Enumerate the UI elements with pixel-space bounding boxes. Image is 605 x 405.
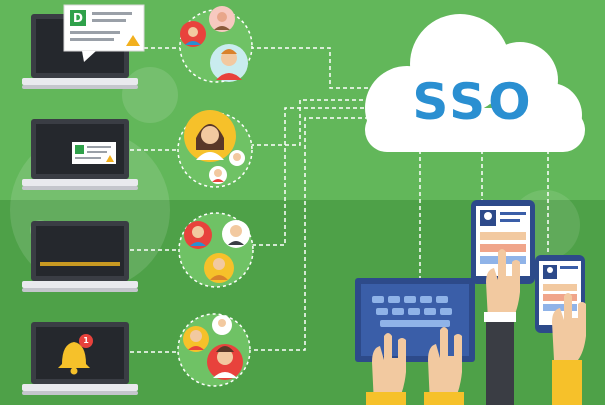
progress-bar — [40, 262, 120, 266]
warning-icon — [126, 35, 140, 46]
hand-icon — [484, 249, 520, 405]
user-group-icon — [177, 313, 251, 387]
chat-document-icon — [63, 4, 145, 62]
hand-icon — [366, 333, 406, 405]
user-group-icon — [177, 110, 253, 188]
laptop-icon — [22, 119, 138, 190]
hand-icon — [424, 327, 464, 405]
alert-badge — [79, 334, 93, 348]
laptop-icon — [22, 221, 138, 292]
sso-cloud-label: SSO — [412, 73, 534, 131]
user-group-icon — [178, 212, 254, 288]
warning-icon — [106, 155, 114, 162]
cloud-icon — [365, 14, 585, 152]
background-bubble — [122, 67, 178, 123]
cloud-device-connectors — [419, 150, 549, 278]
user-group-icon — [179, 6, 253, 83]
group-cloud-connectors — [250, 47, 380, 351]
document-badge-letter: D — [73, 11, 83, 25]
hand-icon — [552, 293, 586, 405]
keyboard-icon — [372, 296, 452, 327]
bell-icon — [58, 334, 93, 375]
smartphone-icon — [535, 255, 585, 333]
notification-count: 1 — [83, 336, 89, 345]
